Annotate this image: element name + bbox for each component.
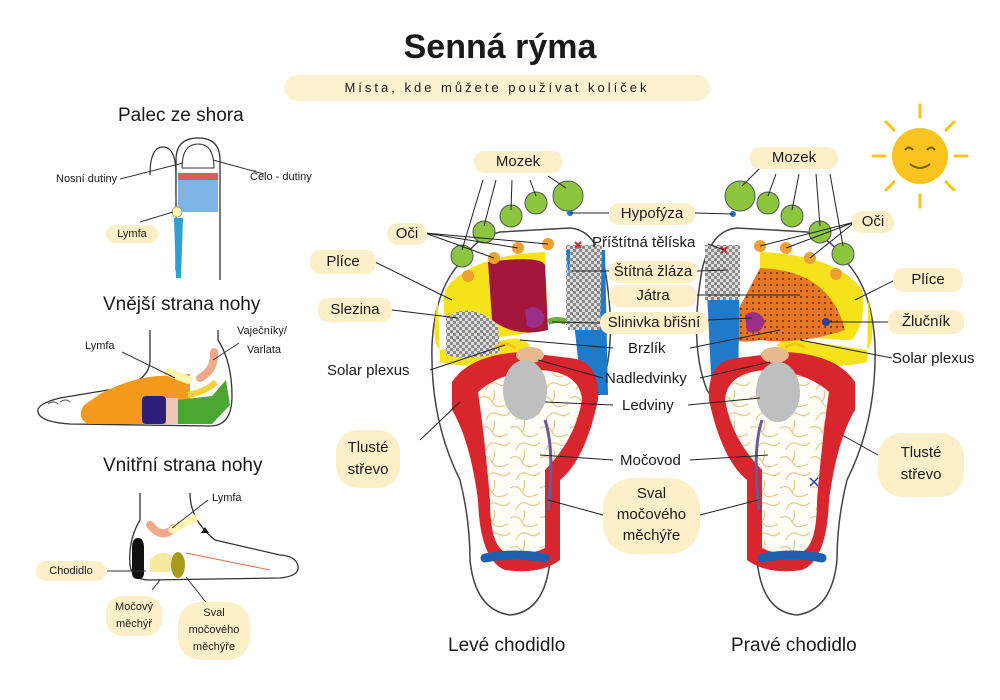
label-tluste-left: Tlusté střevo xyxy=(336,430,400,488)
right-sole-illustration xyxy=(695,180,876,616)
label-mocovy-mechyr: Močový měchýř xyxy=(106,596,162,636)
label-sval-center-line3: měchýře xyxy=(622,527,681,544)
section-heading-inner: Vnitřní strana nohy xyxy=(103,455,263,476)
label-lymfa-inner: Lymfa xyxy=(212,492,242,504)
inner-foot-illustration xyxy=(107,492,299,611)
outer-foot-illustration xyxy=(37,330,240,427)
label-sval-inner-line3: měchýře xyxy=(192,641,236,653)
label-nadledvinky: Nadledvinky xyxy=(605,370,687,387)
label-plice-left: Plíce xyxy=(310,250,376,274)
section-heading-thumb: Palec ze shora xyxy=(118,105,244,126)
label-mocovy-line2: měchýř xyxy=(115,618,153,630)
label-sval-inner-line2: močového xyxy=(188,624,240,636)
label-brzlik: Brzlík xyxy=(628,340,666,357)
page-subtitle: Místa, kde můžete používat kolíček xyxy=(284,75,710,101)
label-sval-center: Sval močového měchýře xyxy=(603,478,700,554)
label-tluste-right-line2: střevo xyxy=(900,466,942,483)
label-sval-center-line2: močového xyxy=(616,506,687,523)
label-tluste-right-line1: Tlusté xyxy=(900,444,942,461)
label-tluste-left-line1: Tlusté xyxy=(347,439,389,456)
label-ledviny: Ledviny xyxy=(622,397,674,414)
label-oci-left: Oči xyxy=(387,223,427,245)
leader-lines xyxy=(374,165,896,516)
caption-left-sole: Levé chodidlo xyxy=(448,635,566,656)
label-sval-inner: Sval močového měchýře xyxy=(178,602,250,660)
label-vajecniky: Vaječníky/ xyxy=(237,325,287,337)
label-mozek-left: Mozek xyxy=(474,151,562,173)
label-chodidlo: Chodidlo xyxy=(36,561,106,581)
label-slinivka: Slinivka břišní xyxy=(600,312,708,334)
label-plice-right: Plíce xyxy=(893,268,963,292)
label-lymfa-thumb: Lymfa xyxy=(106,225,158,243)
label-tluste-left-line2: střevo xyxy=(347,461,389,478)
label-stitna-zlaza: Štítná žláza xyxy=(609,261,697,283)
label-hypofyza: Hypofýza xyxy=(609,203,695,225)
label-lymfa-outer: Lymfa xyxy=(85,340,115,352)
label-tluste-right: Tlusté střevo xyxy=(878,433,964,497)
section-heading-outer: Vnější strana nohy xyxy=(103,294,261,315)
label-slezina: Slezina xyxy=(318,298,392,322)
label-solar-left: Solar plexus xyxy=(327,362,410,379)
thumb-top-illustration xyxy=(119,137,265,280)
label-zlucnik: Žlučník xyxy=(888,310,964,334)
caption-right-sole: Pravé chodidlo xyxy=(731,635,857,656)
label-varlata: Varlata xyxy=(247,344,282,356)
label-mozek-right: Mozek xyxy=(750,147,838,169)
label-solar-right: Solar plexus xyxy=(892,350,975,367)
page-title: Senná rýma xyxy=(403,28,597,66)
label-sval-inner-line1: Sval xyxy=(203,607,225,619)
label-nosni-dutiny: Nosní dutiny xyxy=(56,173,118,185)
sun-icon xyxy=(871,103,969,209)
label-pristitna-telis: Příštítná tělíska xyxy=(592,234,696,251)
left-sole-illustration xyxy=(431,180,612,616)
label-mocovod: Močovod xyxy=(620,452,681,469)
label-sval-center-line1: Sval xyxy=(636,485,667,502)
label-jatra: Játra xyxy=(609,285,697,307)
label-mocovy-line1: Močový xyxy=(115,601,153,613)
label-oci-right: Oči xyxy=(852,211,894,233)
label-celo-dutiny: Čelo - dutiny xyxy=(250,171,312,183)
